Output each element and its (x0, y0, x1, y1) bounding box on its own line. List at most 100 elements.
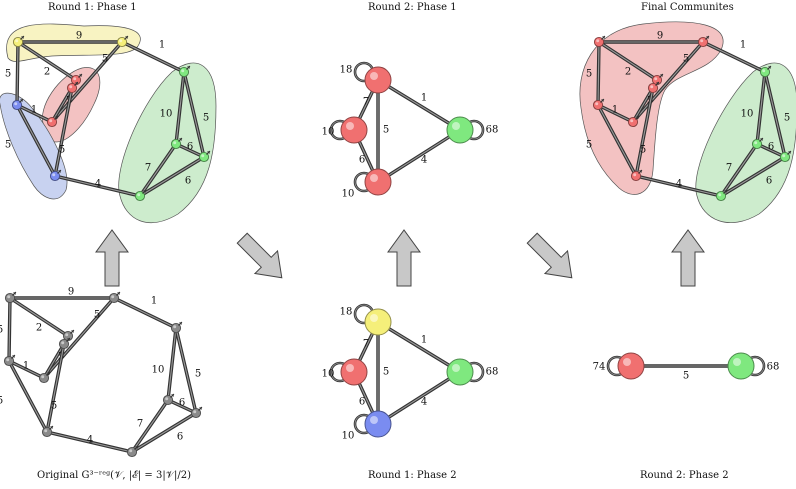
node-j (190, 406, 203, 419)
edge-label-a-e: 2 (36, 323, 42, 334)
node-ball-red (340, 358, 368, 386)
edge-label-b-c: 1 (151, 296, 157, 307)
loop-label-red: 10 (322, 127, 335, 138)
edge-label-i-k: 7 (145, 163, 151, 174)
arrow-up-final (671, 229, 705, 287)
edge-label-blue-green: 4 (421, 155, 427, 166)
edge-label-i-j: 6 (768, 142, 774, 153)
edge-label-d-h: 5 (5, 140, 11, 151)
node-ball-green (727, 352, 755, 380)
edge-label-i-k: 7 (726, 163, 732, 174)
caption-round1-phase1: Round 1: Phase 1 (48, 2, 137, 13)
loop-label-green: 68 (486, 367, 499, 378)
node-blue: 10 (342, 410, 392, 442)
caption-original-graph: Original G³⁻ʳᵉᵍ(𝒱, |ℰ| = 3|𝒱|/2) (37, 470, 192, 481)
edge-label-blue-green: 4 (421, 397, 427, 408)
edge-label-yellow-red: 7 (363, 339, 369, 350)
node-c (759, 65, 772, 78)
node-ball-green (446, 116, 474, 144)
edge-label-d-h: 5 (0, 396, 3, 407)
edge-label-a-b: 9 (657, 31, 663, 42)
edge-label-red-green: 5 (683, 371, 689, 382)
edge-label-b-f: 5 (102, 54, 108, 65)
node-k (715, 189, 728, 202)
edge-label-d-f: 1 (23, 361, 29, 372)
node-d (3, 354, 16, 367)
node-red: 10 (322, 116, 368, 144)
loop-label-green: 68 (486, 125, 499, 136)
node-b (697, 35, 710, 48)
node-ball-red (617, 352, 645, 380)
edge-label-a-d: 5 (586, 69, 592, 80)
edge-label-h-k: 4 (676, 179, 682, 190)
edge-label-h-k: 4 (87, 435, 93, 446)
node-i (170, 137, 183, 150)
edge-label-d-f: 1 (31, 105, 37, 116)
node-b (108, 291, 121, 304)
node-green: 68 (446, 116, 499, 144)
node-yellow: 18 (340, 61, 392, 94)
arrow-up-round1 (95, 229, 129, 287)
loop-label-red: 74 (593, 362, 606, 373)
node-f (38, 371, 51, 384)
node-f (46, 115, 59, 128)
graph-final: 9152515554105676 (579, 21, 796, 223)
node-red: 74 (593, 352, 645, 380)
node-green: 68 (446, 358, 499, 386)
edge-label-red-blue: 6 (359, 397, 365, 408)
caption-final-communities: Final Communites (641, 2, 734, 13)
arrow-diag-2 (526, 232, 573, 279)
edge-label-c-i: 10 (741, 109, 754, 120)
node-g (647, 81, 660, 94)
arrow-diag-1 (236, 232, 283, 279)
edge-label-j-k: 6 (766, 176, 772, 187)
node-a (12, 35, 25, 48)
loop-label-red: 10 (322, 369, 335, 380)
node-g (66, 81, 79, 94)
node-c (178, 65, 191, 78)
node-ball-blue (364, 410, 392, 438)
node-k (134, 189, 147, 202)
edge-label-i-k: 7 (137, 419, 143, 430)
edge-label-c-j: 5 (784, 113, 790, 124)
node-d (11, 98, 24, 111)
edge-label-b-c: 1 (740, 40, 746, 51)
edge-label-c-j: 5 (195, 369, 201, 380)
edge-label-a-d: 5 (0, 325, 3, 336)
edge-label-d-h: 5 (586, 140, 592, 151)
edge-label-a-b: 9 (68, 287, 74, 298)
loop-label-blue: 10 (342, 189, 355, 200)
edge-label-b-f: 5 (94, 310, 100, 321)
node-ball-green (446, 358, 474, 386)
graph-orig: 9152515554105676 (0, 287, 203, 458)
node-i (162, 393, 175, 406)
node-g (58, 337, 71, 350)
node-h (49, 169, 62, 182)
node-ball-blue (364, 168, 392, 196)
node-a (593, 35, 606, 48)
edge-label-c-j: 5 (203, 113, 209, 124)
edge-label-d-f: 1 (612, 105, 618, 116)
edge-label-yellow-blue: 5 (383, 125, 389, 136)
loop-label-blue: 10 (342, 431, 355, 442)
graph-r1p1: 9152515554105676 (0, 23, 217, 223)
node-d (592, 98, 605, 111)
graph-round2-phase2: 5 74 68 (593, 352, 779, 382)
node-j (198, 150, 211, 163)
loop-label-yellow: 18 (340, 65, 353, 76)
node-j (779, 150, 792, 163)
caption-round2-phase2: Round 2: Phase 2 (640, 470, 729, 481)
region-red (579, 21, 724, 195)
edge-label-i-j: 6 (179, 398, 185, 409)
node-f (627, 115, 640, 128)
edge-label-c-i: 10 (152, 365, 165, 376)
caption-round2-phase1: Round 2: Phase 1 (368, 2, 457, 13)
node-ball-yellow (364, 66, 392, 94)
node-green: 68 (727, 352, 779, 380)
node-a (4, 291, 17, 304)
node-e (62, 329, 75, 342)
edge-label-g-h: 5 (59, 145, 65, 156)
loop-label-yellow: 18 (340, 307, 353, 318)
node-yellow: 18 (340, 303, 392, 336)
